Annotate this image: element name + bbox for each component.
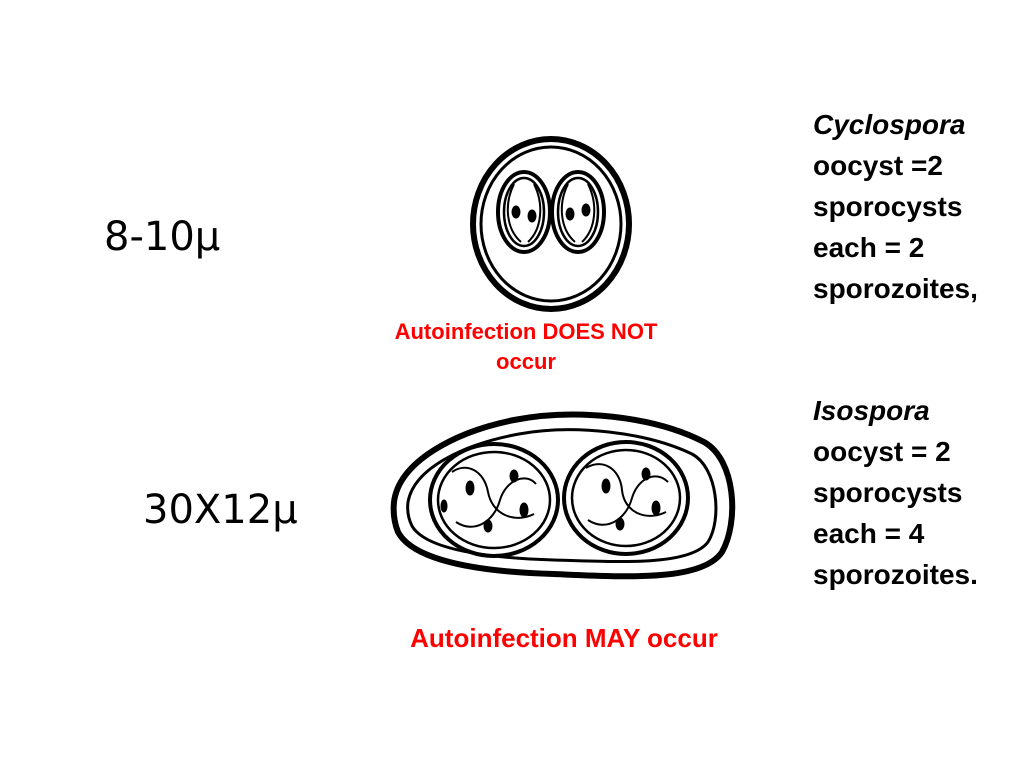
cyclospora-description: Cyclospora oocyst =2 sporocysts each = 2… (813, 104, 978, 309)
isospora-genus-name: Isospora (813, 395, 930, 426)
isospora-line-4: sporozoites. (813, 559, 978, 590)
cyclospora-line-1: oocyst =2 (813, 150, 943, 181)
isospora-autoinfection-note: Autoinfection MAY occur (410, 623, 718, 653)
isospora-oocyst-drawing (390, 411, 736, 580)
isospora-description: Isospora oocyst = 2 sporocysts each = 4 … (813, 390, 978, 595)
autoinfection-line-2: occur (496, 349, 556, 374)
sporocyst-right (550, 170, 606, 254)
sporocyst-left (428, 442, 560, 558)
isospora-size-label: 30X12µ (143, 487, 298, 533)
cyclospora-line-2: sporocysts (813, 191, 963, 222)
sporocyst-left (496, 170, 552, 254)
cyclospora-line-3: each = 2 (813, 232, 925, 263)
cyclospora-oocyst-drawing (470, 136, 632, 312)
isospora-line-3: each = 4 (813, 518, 925, 549)
cyclospora-autoinfection-note: Autoinfection DOES NOT occur (372, 317, 680, 377)
sporocyst-right (562, 440, 690, 556)
cyclospora-size-label: 8-10µ (104, 214, 221, 260)
cyclospora-line-4: sporozoites, (813, 273, 978, 304)
autoinfection-line-1: Autoinfection DOES NOT (394, 319, 658, 344)
isospora-line-2: sporocysts (813, 477, 963, 508)
cyclospora-genus-name: Cyclospora (813, 109, 966, 140)
isospora-line-1: oocyst = 2 (813, 436, 951, 467)
